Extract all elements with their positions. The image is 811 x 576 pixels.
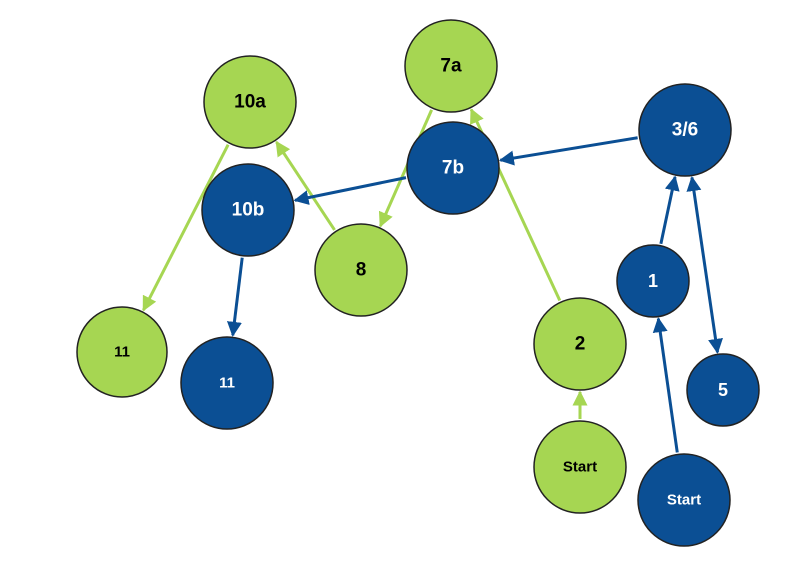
node-n1: 1 (616, 244, 690, 318)
node-n10a-circle (203, 55, 297, 149)
node-n8-label: 8 (356, 260, 367, 281)
node-n10b: 10b (201, 163, 295, 257)
edge-n10b-to-n11b (226, 257, 244, 337)
node-n1-circle (616, 244, 690, 318)
node-n7a: 7a (404, 19, 498, 113)
edge-n3_6-to-n5 (686, 176, 723, 354)
node-n11g-label: 11 (114, 344, 130, 361)
node-n7b: 7b (406, 121, 500, 215)
node-n2-circle (533, 297, 627, 391)
node-n11b-label: 11 (219, 375, 235, 392)
node-n5-label: 5 (718, 380, 728, 400)
node-n5-circle (686, 353, 760, 427)
node-n8-circle (314, 223, 408, 317)
node-n7b-label: 7b (442, 158, 464, 179)
node-n11b-circle (180, 336, 274, 430)
node-n1-label: 1 (648, 271, 658, 291)
node-n10a-label: 10a (234, 92, 266, 113)
node-nStartG-circle (533, 420, 627, 514)
edge-n1-to-n3_6 (659, 175, 680, 245)
node-n7a-label: 7a (440, 56, 462, 77)
edge-n3_6-to-n7b (498, 136, 638, 166)
node-n3_6-circle (638, 83, 732, 177)
edges-layer (142, 108, 723, 453)
edge-n10a-to-n11g (142, 144, 230, 312)
node-nStartB-label: Start (667, 492, 701, 509)
edge-n7b-to-n10b (293, 176, 407, 206)
node-n10a: 10a (203, 55, 297, 149)
node-n3_6: 3/6 (638, 83, 732, 177)
node-n7a-circle (404, 19, 498, 113)
node-n10b-circle (201, 163, 295, 257)
node-nStartB: Start (637, 453, 731, 547)
node-n10b-label: 10b (232, 200, 265, 221)
node-n8: 8 (314, 223, 408, 317)
node-n2: 2 (533, 297, 627, 391)
node-n11b: 11 (180, 336, 274, 430)
node-n11g: 11 (76, 306, 168, 398)
node-n11g-circle (76, 306, 168, 398)
node-nStartB-circle (637, 453, 731, 547)
node-nStartG-label: Start (563, 459, 597, 476)
edge-nStartB-to-n1 (652, 317, 679, 453)
node-n3_6-label: 3/6 (672, 120, 698, 141)
node-n7b-circle (406, 121, 500, 215)
edge-n7a-to-n8 (378, 109, 433, 228)
node-n2-label: 2 (575, 334, 586, 355)
node-nStartG: Start (533, 420, 627, 514)
node-n5: 5 (686, 353, 760, 427)
edge-n8-to-n10a (275, 140, 336, 231)
